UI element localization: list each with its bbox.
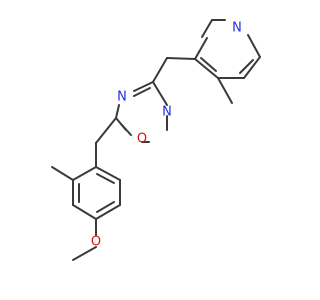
bond <box>133 81 154 92</box>
oxadiazole-o1-label: O <box>137 132 147 147</box>
bond <box>95 166 121 181</box>
oxadiazole-ring <box>115 81 168 143</box>
bond <box>166 57 196 60</box>
bond <box>247 34 261 58</box>
molecule-drawing: N N N O O <box>51 19 261 261</box>
bond <box>194 58 219 79</box>
bond <box>72 204 97 220</box>
bond <box>96 201 115 213</box>
bond <box>115 104 120 119</box>
pyridine-nitrogen-label: N <box>232 21 242 36</box>
bond <box>133 87 151 97</box>
methoxy-oxygen-label: O <box>91 235 101 250</box>
bond <box>239 59 254 74</box>
bond <box>194 37 208 60</box>
bond <box>120 123 132 136</box>
benzene-ring <box>72 166 121 220</box>
oxadiazole-n2-label: N <box>162 105 172 120</box>
bond <box>243 56 261 79</box>
bond <box>217 77 233 104</box>
bond <box>72 166 97 181</box>
bond <box>95 204 121 220</box>
bond <box>201 19 213 38</box>
bond <box>95 117 117 144</box>
structure-canvas: N N N O O <box>51 19 261 261</box>
bond <box>152 81 168 106</box>
pyridine-ring <box>194 19 261 79</box>
bond <box>152 57 168 83</box>
oxadiazole-n3-label: N <box>117 90 127 105</box>
bond <box>72 246 97 261</box>
bond <box>200 57 217 72</box>
bond <box>96 173 115 184</box>
bond <box>51 166 74 181</box>
